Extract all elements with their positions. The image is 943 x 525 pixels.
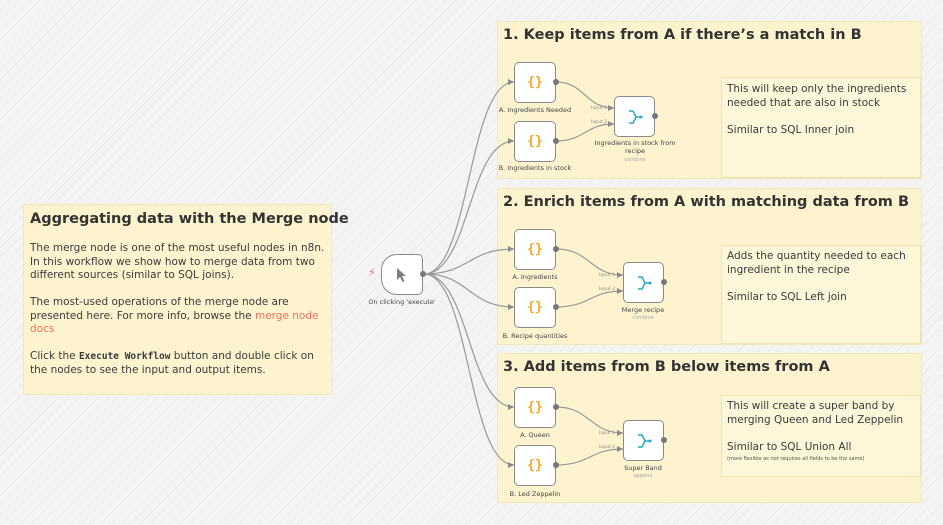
input-2-label: Input 2: [591, 120, 607, 125]
wire-s2b-merge: [555, 290, 624, 308]
section-3-title: 3. Add items from B below items from A: [503, 359, 830, 375]
section-2-desc: Adds the quantity needed to each ingredi…: [727, 250, 906, 276]
merge-node-1[interactable]: [614, 96, 655, 137]
node-ingredients-needed[interactable]: {}: [514, 62, 556, 103]
node-label-s3b: B. Led Zeppelin: [509, 490, 561, 498]
port-out[interactable]: [553, 246, 559, 252]
code-braces-icon: {}: [527, 134, 543, 149]
port-out[interactable]: [553, 79, 559, 85]
code-braces-icon: {}: [527, 400, 543, 415]
port-out[interactable]: [553, 304, 559, 310]
node-ingredients-in-stock[interactable]: {}: [514, 121, 556, 162]
input-1-label: Input 1: [599, 273, 615, 278]
main-note-p1: The merge node is one of the most useful…: [30, 242, 325, 281]
execute-workflow-code: Execute Workflow: [78, 351, 171, 362]
trigger-node[interactable]: [381, 254, 423, 295]
section-3-desc-note[interactable]: This will create a super band by merging…: [721, 395, 921, 477]
trigger-output-port[interactable]: [420, 271, 426, 277]
wire-trigger-s2b: [423, 273, 515, 308]
main-note-text: The merge node is one of the most useful…: [30, 242, 330, 391]
merge-mode-1: combine: [624, 157, 646, 163]
wire-s3a-merge: [555, 406, 624, 434]
node-label-s1a: A. Ingredients Needed: [498, 106, 572, 114]
code-braces-icon: {}: [527, 300, 543, 315]
port-out[interactable]: [652, 113, 658, 119]
merge-mode-2: combine: [632, 315, 654, 321]
main-sticky-note[interactable]: Aggregating data with the Merge node The…: [23, 204, 349, 395]
node-label-s3a: A. Queen: [520, 431, 550, 439]
section-3-small: (more flexible as not requires all field…: [727, 456, 865, 462]
section-2-sql: Similar to SQL Left join: [727, 290, 847, 303]
trigger-label: On clicking 'execute': [368, 298, 436, 306]
code-braces-icon: {}: [527, 75, 543, 90]
merge-label-2: Merge recipe: [621, 306, 665, 314]
input-2-label: Input 2: [599, 287, 615, 292]
section-2-title: 2. Enrich items from A with matching dat…: [503, 194, 910, 210]
main-note-p3-pre: Click the: [30, 350, 79, 362]
bolt-icon: ⚡: [368, 266, 376, 279]
wire-trigger-s1a: [423, 81, 515, 275]
wire-s2a-merge: [555, 248, 624, 276]
merge-icon: [637, 433, 651, 448]
node-label-s1b: B. Ingredients in stock: [498, 164, 572, 172]
wire-s3b-merge: [555, 448, 624, 466]
section-1-sql: Similar to SQL Inner join: [727, 123, 855, 136]
port-out[interactable]: [661, 437, 667, 443]
section-1-desc-note[interactable]: This will keep only the ingredients need…: [721, 77, 921, 178]
wire-trigger-s1b: [423, 140, 515, 275]
port-out[interactable]: [553, 404, 559, 410]
merge-icon: [628, 109, 642, 124]
wire-trigger-s2a: [423, 248, 515, 275]
input-1-label: Input 1: [599, 431, 615, 436]
input-2-label: Input 2: [599, 445, 615, 450]
merge-label-3: Super Band: [624, 464, 662, 472]
merge-node-3[interactable]: [623, 420, 664, 461]
node-queen[interactable]: {}: [514, 387, 556, 428]
merge-label-1: Ingredients in stock from recipe: [594, 139, 676, 155]
section-1-desc: This will keep only the ingredients need…: [727, 83, 907, 109]
node-ingredients[interactable]: {}: [514, 229, 556, 270]
merge-icon: [637, 275, 651, 290]
node-label-s2b: B. Recipe quantities: [502, 332, 568, 340]
merge-node-2[interactable]: [623, 262, 664, 303]
wire-s1b-merge: [555, 123, 615, 142]
wire-s1a-merge: [555, 81, 615, 109]
section-2-desc-note[interactable]: Adds the quantity needed to each ingredi…: [721, 245, 921, 344]
section-3-desc: This will create a super band by merging…: [727, 400, 904, 426]
wire-trigger-s3b: [423, 273, 515, 466]
section-1-title: 1. Keep items from A if there’s a match …: [503, 27, 862, 43]
main-note-p3-post: button and double click on the nodes to …: [30, 350, 314, 376]
code-braces-icon: {}: [527, 458, 543, 473]
section-3-sql: Similar to SQL Union All: [727, 440, 852, 453]
node-led-zeppelin[interactable]: {}: [514, 445, 556, 486]
merge-docs-link[interactable]: merge node docs: [30, 309, 319, 336]
main-note-p2-text: The most-used operations of the merge no…: [30, 296, 289, 322]
wire-trigger-s3a: [423, 273, 515, 408]
port-out[interactable]: [553, 462, 559, 468]
node-recipe-quantities[interactable]: {}: [514, 287, 556, 328]
main-note-p3: Click the Execute Workflow button and do…: [30, 350, 330, 377]
cursor-icon: [397, 267, 406, 282]
main-note-p2: The most-used operations of the merge no…: [30, 296, 330, 337]
main-note-title: Aggregating data with the Merge node: [30, 211, 349, 227]
port-out[interactable]: [661, 279, 667, 285]
code-braces-icon: {}: [527, 242, 543, 257]
node-label-s2a: A. Ingredients: [512, 273, 558, 281]
merge-mode-3: append: [633, 473, 653, 479]
input-1-label: Input 1: [591, 106, 607, 111]
port-out[interactable]: [553, 138, 559, 144]
